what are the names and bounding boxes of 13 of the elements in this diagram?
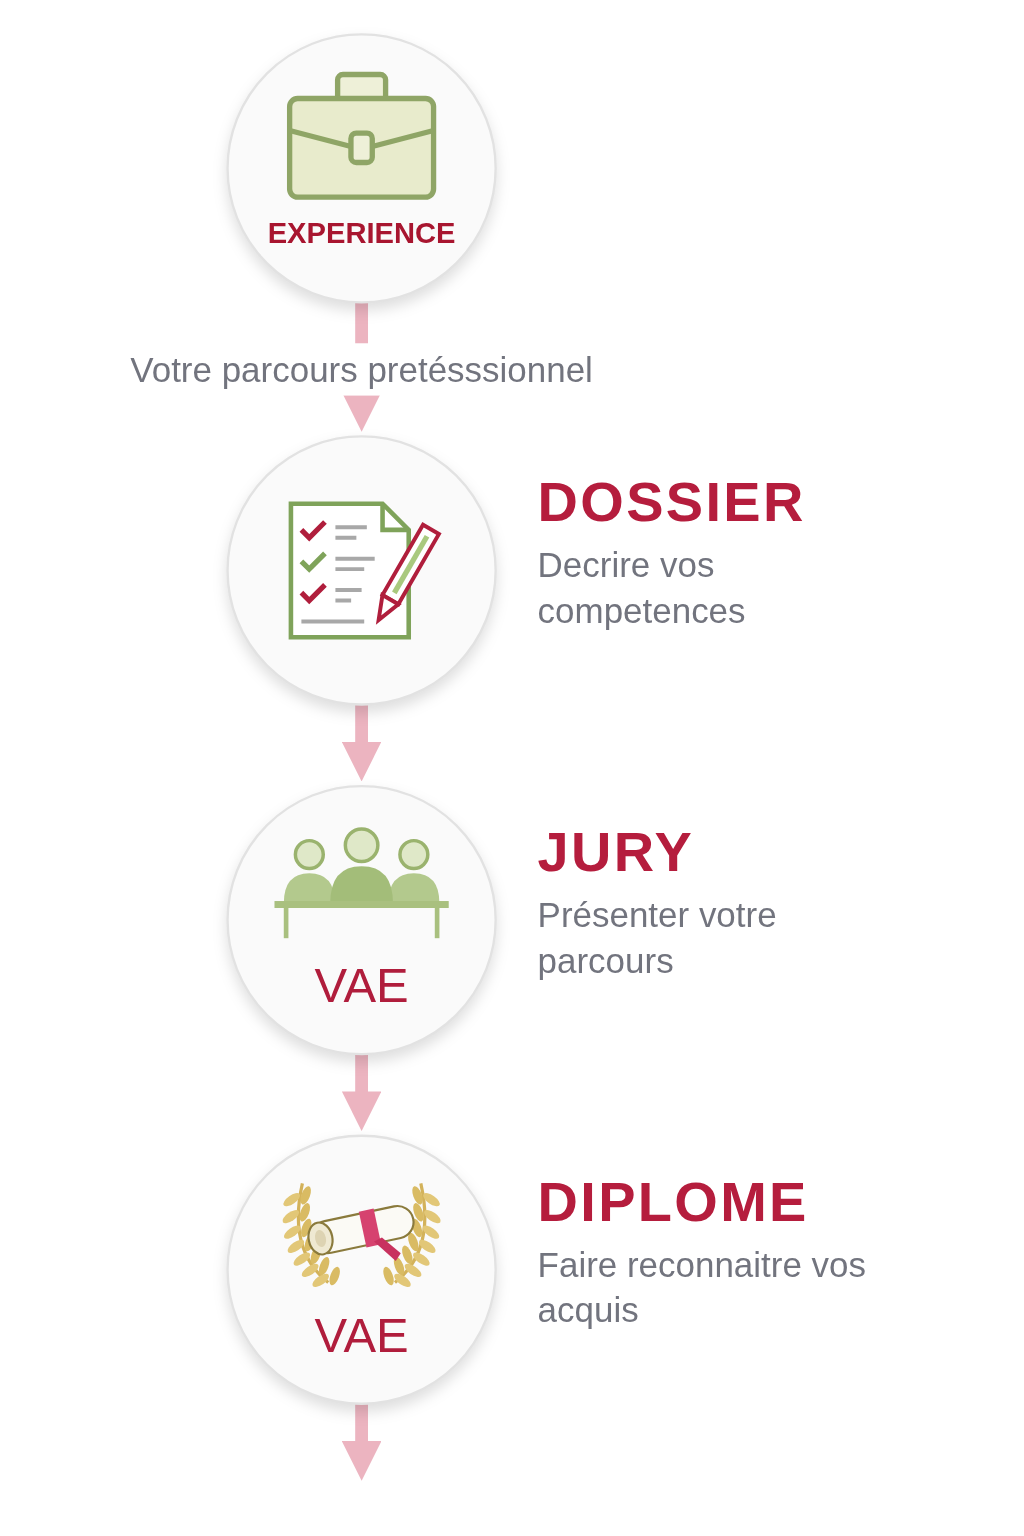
step-title: JURY — [537, 820, 694, 885]
arrow — [341, 1054, 382, 1132]
step-label: VAE — [314, 956, 409, 1015]
arrow — [341, 704, 382, 782]
step-description: Decrire vos competences — [537, 544, 747, 632]
step-label: VAE — [314, 1306, 409, 1365]
step-title: DIPLOME — [537, 1170, 809, 1235]
step-title: DOSSIER — [537, 470, 806, 535]
step-description: Présenter votre parcours — [537, 894, 778, 982]
step-description: Faire reconnaitre vos acquis — [537, 1243, 867, 1331]
edge-label: Votre parcours pretésssionnel — [130, 343, 593, 396]
arrow — [341, 1403, 382, 1481]
step-label: EXPERIENCE — [267, 215, 456, 252]
